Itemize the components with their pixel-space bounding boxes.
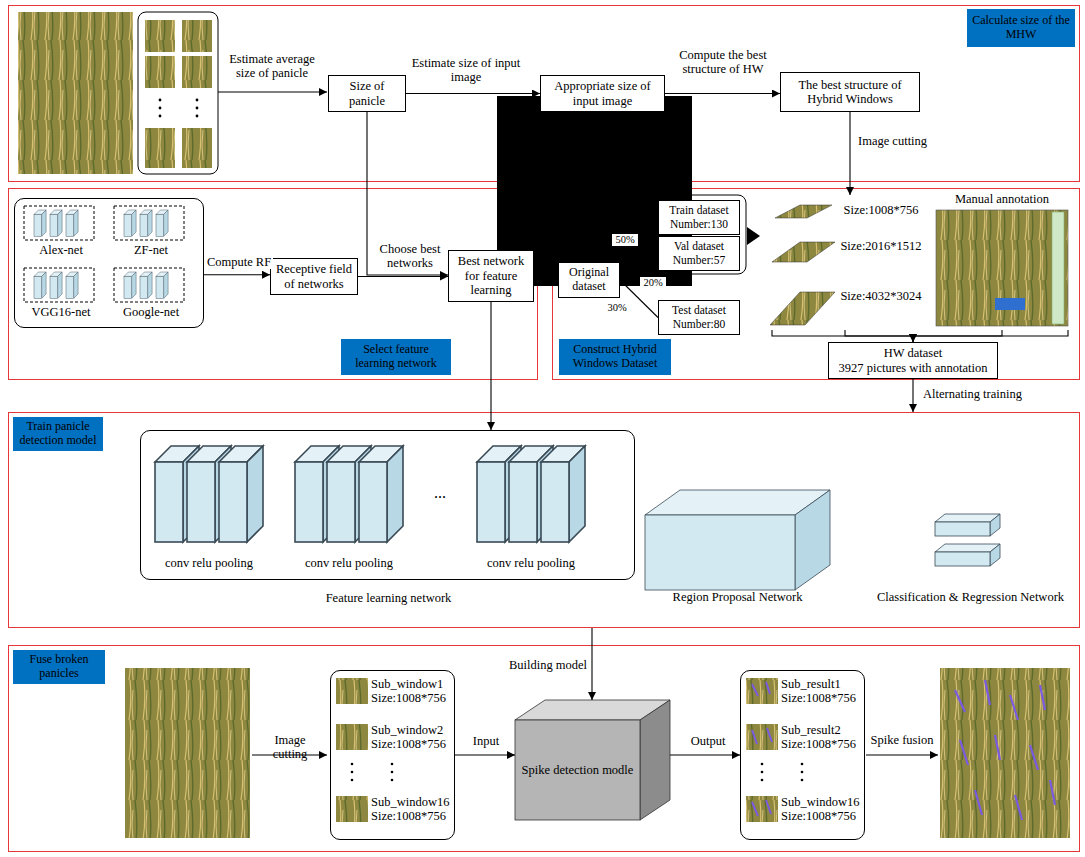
process-box: Best network for feature learning <box>448 250 534 302</box>
edge-label: 20% <box>640 277 666 289</box>
section-panel: Select feature learning network Alex-net Z… <box>8 188 538 380</box>
node-text: Classification & Regression Network <box>868 590 1073 604</box>
node-text: Best network for feature learning <box>452 254 530 297</box>
connector <box>490 302 491 430</box>
arrow-label: Spike fusion <box>868 733 936 747</box>
connector <box>912 379 913 412</box>
section-panel: Train panicle detection modelFeature lea… <box>8 412 1080 628</box>
node-text: Val dataset Number:57 <box>662 240 736 266</box>
node-text: Sub_result2 Size:1008*756 <box>781 723 865 752</box>
connector <box>670 754 740 755</box>
dataset-box: Val dataset Number:57 <box>658 236 740 271</box>
edge-label: Building model <box>506 658 588 672</box>
annotation-image: Manual annotation <box>932 192 1072 330</box>
node-text: Sub_window16 Size:1008*756 <box>781 795 865 824</box>
connector <box>591 628 592 700</box>
edge-label: Image cutting <box>857 134 939 148</box>
section-title: Fuse broken panicles <box>13 650 105 684</box>
section-title: Train panicle detection model <box>13 417 103 451</box>
node-text: Appropriate size of input image <box>544 79 661 108</box>
section-title: Select feature learning network <box>341 339 451 375</box>
node-text: Region Proposal Network <box>645 590 830 604</box>
process-box: The best structure of Hybrid Windows <box>780 72 920 112</box>
process-box: Size of panicle <box>328 75 406 112</box>
node-text: Test dataset Number:80 <box>662 304 736 330</box>
node-text: Sub_window1 Size:1008*756 <box>371 677 455 706</box>
node-text: Google-net <box>111 305 191 319</box>
network-block: Classification & Regression Network <box>868 505 1073 590</box>
node-text: 3927 pictures with annotation <box>839 361 988 375</box>
node-text: Manual annotation <box>932 192 1072 206</box>
layer-label: conv relu pooling <box>472 556 590 570</box>
node-text: Feature learning network <box>141 591 636 605</box>
model-cube: Spike detection modle <box>515 700 670 820</box>
edge-label: 50% <box>612 234 638 246</box>
edge-label: 30% <box>604 302 630 314</box>
window-list: Sub_window1 Size:1008*756Sub_window2 Siz… <box>330 670 455 840</box>
node-text: Spike detection modle <box>515 720 640 820</box>
node-text: Receptive field of networks <box>274 262 354 291</box>
edge-label: Input <box>462 734 510 748</box>
dataset-box: Test dataset Number:80 <box>658 300 740 335</box>
ellipsis: ... <box>420 484 460 502</box>
arrow-label: Image cutting <box>256 733 324 762</box>
connector <box>406 93 540 94</box>
node-text: Original dataset <box>562 266 616 294</box>
layer-label: conv relu pooling <box>150 556 268 570</box>
connector <box>665 93 780 94</box>
node-text: Train dataset Number:130 <box>662 204 736 230</box>
node-text: Size:2016*1512 <box>837 239 925 253</box>
node-text: ZF-net <box>111 243 191 257</box>
section-title: Calculate size of the MHW <box>967 9 1075 47</box>
node-text: Sub_window16 Size:1008*756 <box>371 795 455 824</box>
network-group: Alex-net ZF-netVGG16-net Google-net <box>14 198 204 328</box>
edge-label: Choose best networks <box>374 242 446 271</box>
connector <box>845 330 913 342</box>
process-box: Appropriate size of input image <box>540 75 665 112</box>
connector <box>367 112 448 275</box>
process-box: Receptive field of networks <box>270 258 358 295</box>
connector <box>620 218 658 281</box>
node-text: Sub_window2 Size:1008*756 <box>371 723 455 752</box>
node-text: HW dataset <box>884 346 942 360</box>
connector <box>358 276 448 277</box>
dataset-box: Train dataset Number:130 <box>658 200 740 235</box>
edge-label: Compute RF <box>205 255 273 269</box>
node-text: Size:1008*756 <box>837 203 925 217</box>
node-text: Sub_result1 Size:1008*756 <box>781 677 865 706</box>
process-box: HW dataset3927 pictures with annotation <box>828 342 998 379</box>
connector <box>913 330 1002 342</box>
node-text: Size of panicle <box>332 79 402 108</box>
edge-label: Alternating training <box>922 387 1034 401</box>
node-text: Size:4032*3024 <box>837 289 925 303</box>
section-title: Construct Hybrid Windows Dataset <box>559 339 671 375</box>
node-text: Alex-net <box>21 243 101 257</box>
edge-label: Output <box>682 734 734 748</box>
connector <box>455 754 515 755</box>
edge-label: Compute the best structure of HW <box>672 48 774 77</box>
connector <box>620 280 658 318</box>
network-block: Region Proposal Network <box>645 490 830 590</box>
node-text: The best structure of Hybrid Windows <box>784 78 916 107</box>
connector <box>849 112 850 195</box>
window-list: Sub_result1 Size:1008*756Sub_result2 Siz… <box>740 670 865 840</box>
connector <box>204 274 270 275</box>
layer-label: conv relu pooling <box>290 556 408 570</box>
node-text: VGG16-net <box>21 305 101 319</box>
image-group: Size:1008*756Size:2016*1512Size:4032*302… <box>765 195 925 330</box>
process-box: Original dataset <box>558 262 620 298</box>
section-panel: Fuse broken paniclesSub_window1 Size:100… <box>8 645 1080 852</box>
edge-label: Estimate size of input image <box>410 56 522 85</box>
connector <box>620 254 658 281</box>
arrow-label: Estimate average size of panicle <box>222 52 322 81</box>
